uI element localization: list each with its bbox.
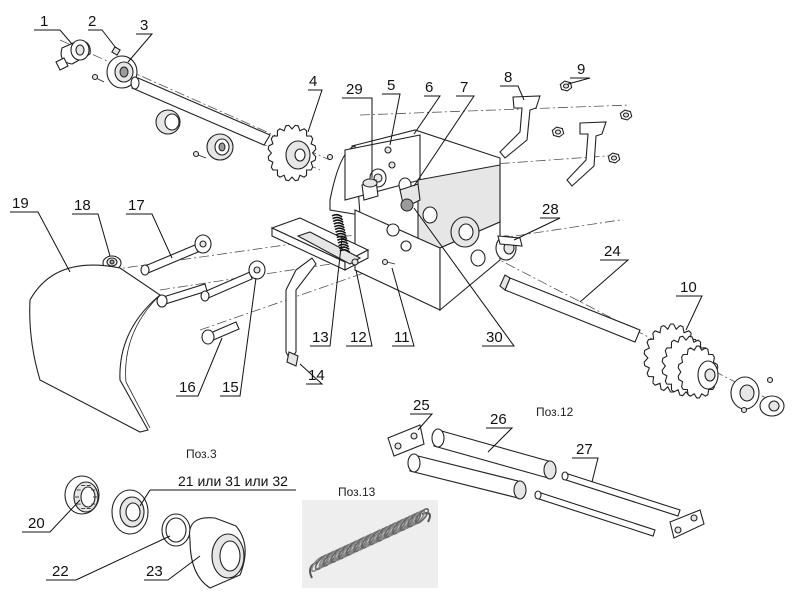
- callout-10: 10: [680, 279, 697, 296]
- callout-22: 22: [52, 563, 69, 580]
- part-frame-housing-6: [329, 129, 501, 312]
- caption-pos13: Поз.13: [338, 485, 376, 499]
- callout-6: 6: [425, 79, 433, 96]
- part-tensioner-28: [495, 235, 523, 261]
- callout-20: 20: [28, 515, 45, 532]
- part-needle-bearing-20: [64, 475, 100, 515]
- callout-28: 28: [542, 201, 559, 218]
- callout-8: 8: [504, 69, 512, 86]
- part-lever-14: [285, 257, 317, 367]
- callout-5: 5: [387, 77, 395, 94]
- callout-7: 7: [460, 79, 468, 96]
- part-bearing-housing-23: [188, 517, 246, 589]
- callout-1: 1: [40, 13, 48, 30]
- leader-lines: [10, 29, 703, 581]
- caption-bearing-options: 21 или 31 или 32: [178, 473, 288, 489]
- callout-17: 17: [128, 197, 145, 214]
- callout-12: 12: [350, 329, 367, 346]
- part-bolts-17-16-15: [140, 234, 266, 345]
- spring-photo-inset: [302, 500, 438, 588]
- part-rods-27: [534, 471, 705, 539]
- part-upper-shaft: [130, 76, 271, 146]
- callout-19: 19: [12, 195, 29, 212]
- part-bracket-plates-8: [499, 95, 607, 187]
- part-flange-bearing-3: [106, 55, 138, 89]
- callout-23: 23: [146, 563, 163, 580]
- callout-11: 11: [394, 329, 410, 346]
- part-guard-cover-19: [29, 264, 161, 433]
- callout-4: 4: [309, 73, 317, 90]
- callout-27: 27: [576, 441, 593, 458]
- caption-pos3: Поз.3: [186, 447, 217, 461]
- callout-9: 9: [577, 61, 585, 78]
- part-snap-ring-22: [161, 513, 191, 547]
- part-spring-13: [331, 213, 351, 253]
- callout-26: 26: [490, 411, 507, 428]
- callout-14: 14: [308, 367, 325, 384]
- callout-2: 2: [88, 13, 96, 30]
- part-link-plate-25: [387, 424, 425, 457]
- part-ball-bearing-21: [111, 489, 149, 535]
- callout-24: 24: [604, 243, 621, 260]
- callout-13: 13: [312, 329, 329, 346]
- callout-16: 16: [179, 379, 196, 396]
- part-clamp-arm-12: [270, 217, 396, 271]
- callout-29: 29: [346, 81, 363, 98]
- callout-labels: 1 2 3 4 29 5 6 7 8 9 19 18 17 28 24 10 1…: [12, 13, 697, 580]
- part-triple-sprocket-10: [643, 323, 785, 417]
- caption-pos12: Поз.12: [536, 405, 574, 419]
- part-bushings-29-5-7: [361, 146, 421, 212]
- callout-30: 30: [486, 329, 503, 346]
- captions: Поз.3 Поз.12 Поз.13 21 или 31 или 32: [178, 405, 574, 499]
- callout-18: 18: [74, 197, 91, 214]
- part-hex-shaft-24: [499, 274, 641, 343]
- callout-15: 15: [222, 379, 239, 396]
- part-rollers-26: [407, 428, 557, 500]
- part-shaft-bearings: [155, 109, 234, 161]
- part-end-cap-1: [55, 39, 91, 71]
- callout-3: 3: [140, 17, 148, 34]
- callout-25: 25: [413, 397, 430, 414]
- part-screw-2: [91, 46, 121, 83]
- part-sprocket-4: [267, 124, 334, 182]
